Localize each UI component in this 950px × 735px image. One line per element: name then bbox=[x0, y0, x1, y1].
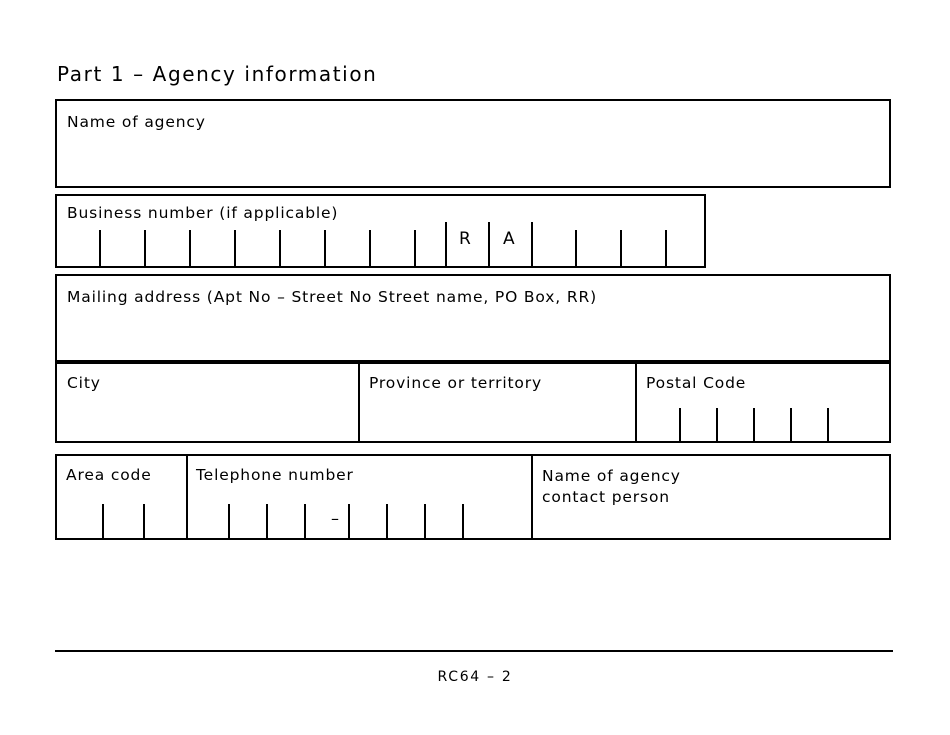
area-code-telephone-divider bbox=[186, 456, 188, 538]
business-number-cell-divider bbox=[99, 230, 101, 266]
mailing-address-field[interactable]: Mailing address (Apt No – Street No Stre… bbox=[55, 274, 891, 362]
program-identifier-divider bbox=[445, 222, 447, 266]
business-number-label: Business number (if applicable) bbox=[67, 204, 339, 222]
business-number-reference-divider bbox=[575, 230, 577, 266]
postal-code-cell-divider bbox=[790, 408, 792, 441]
area-code-label: Area code bbox=[66, 466, 152, 484]
postal-code-cell-divider bbox=[716, 408, 718, 441]
telephone-cell-divider bbox=[348, 504, 350, 538]
business-number-cell-divider bbox=[279, 230, 281, 266]
program-identifier-letter-r: R bbox=[459, 229, 471, 249]
address-detail-row: City Province or territory Postal Code bbox=[55, 362, 891, 443]
mailing-address-label: Mailing address (Apt No – Street No Stre… bbox=[67, 288, 597, 306]
program-identifier-divider bbox=[531, 222, 533, 266]
business-number-cell-divider bbox=[324, 230, 326, 266]
business-number-cell-divider bbox=[144, 230, 146, 266]
telephone-cell-divider bbox=[424, 504, 426, 538]
business-number-cell-divider bbox=[414, 230, 416, 266]
province-postal-divider bbox=[635, 364, 637, 441]
telephone-separator: – bbox=[331, 509, 339, 528]
business-number-field[interactable]: Business number (if applicable) R A bbox=[55, 194, 706, 268]
province-or-territory-label: Province or territory bbox=[369, 374, 543, 392]
telephone-cell-divider bbox=[266, 504, 268, 538]
area-code-cell-divider bbox=[143, 504, 145, 538]
contact-person-label: Name of agency contact person bbox=[542, 467, 681, 507]
business-number-reference-divider bbox=[665, 230, 667, 266]
postal-code-label: Postal Code bbox=[646, 374, 747, 392]
postal-code-cell-divider bbox=[753, 408, 755, 441]
postal-code-cell-divider bbox=[827, 408, 829, 441]
telephone-cell-divider bbox=[228, 504, 230, 538]
contact-row: Area code Telephone number – Name of age… bbox=[55, 454, 891, 540]
postal-code-cell-divider bbox=[679, 408, 681, 441]
telephone-cell-divider bbox=[304, 504, 306, 538]
name-of-agency-field[interactable]: Name of agency bbox=[55, 99, 891, 188]
telephone-contact-divider bbox=[531, 456, 533, 538]
business-number-reference-divider bbox=[620, 230, 622, 266]
form-id-footer: RC64 – 2 bbox=[437, 669, 513, 685]
area-code-cell-divider bbox=[102, 504, 104, 538]
telephone-number-label: Telephone number bbox=[196, 466, 354, 484]
business-number-cell-divider bbox=[234, 230, 236, 266]
footer-divider bbox=[55, 650, 893, 652]
telephone-cell-divider bbox=[462, 504, 464, 538]
city-label: City bbox=[67, 374, 101, 392]
page-title: Part 1 – Agency information bbox=[57, 62, 378, 86]
telephone-cell-divider bbox=[386, 504, 388, 538]
city-province-divider bbox=[358, 364, 360, 441]
business-number-cell-divider bbox=[189, 230, 191, 266]
name-of-agency-label: Name of agency bbox=[67, 113, 206, 131]
business-number-cell-divider bbox=[369, 230, 371, 266]
program-identifier-divider bbox=[488, 222, 490, 266]
program-identifier-letter-a: A bbox=[503, 229, 515, 249]
